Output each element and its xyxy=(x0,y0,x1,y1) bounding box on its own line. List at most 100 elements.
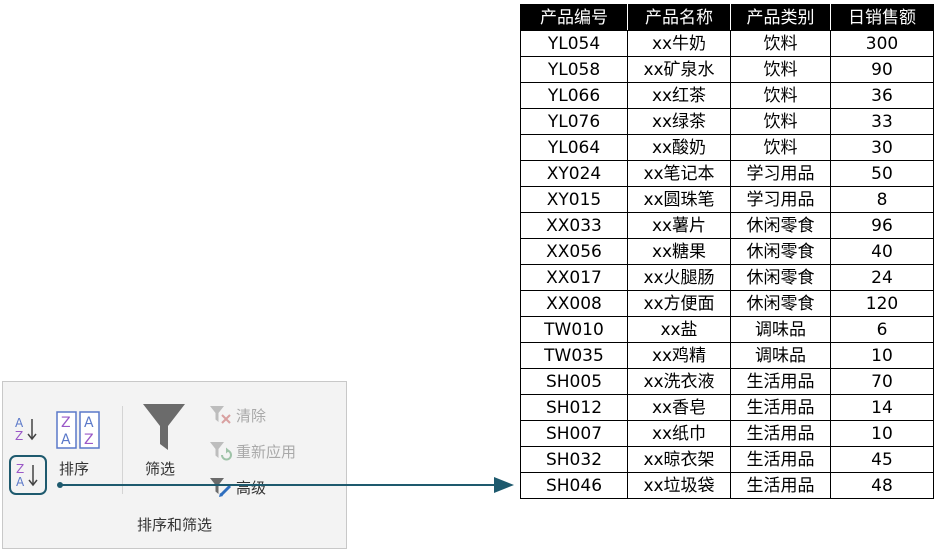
table-cell[interactable]: XX017 xyxy=(520,264,628,291)
table-cell[interactable]: 休闲零食 xyxy=(730,264,831,291)
table-cell[interactable]: xx绿茶 xyxy=(627,108,731,135)
table-cell[interactable]: XY024 xyxy=(520,160,628,187)
sort-dialog-icon: Z A A Z xyxy=(56,411,100,449)
table-cell[interactable]: XX033 xyxy=(520,212,628,239)
filter-advanced-icon xyxy=(210,478,232,497)
table-cell[interactable]: SH032 xyxy=(520,446,628,473)
sort-descending-button[interactable]: Z A xyxy=(9,455,47,495)
table-cell[interactable]: xx牛奶 xyxy=(627,30,731,57)
table-cell[interactable]: 生活用品 xyxy=(730,420,831,447)
table-cell[interactable]: 生活用品 xyxy=(730,368,831,395)
table-cell[interactable]: 30 xyxy=(830,134,934,161)
table-cell[interactable]: xx纸巾 xyxy=(627,420,731,447)
table-cell[interactable]: 休闲零食 xyxy=(730,238,831,265)
column-header[interactable]: 产品名称 xyxy=(627,4,731,31)
table-cell[interactable]: YL054 xyxy=(520,30,628,57)
table-cell[interactable]: 14 xyxy=(830,394,934,421)
table-cell[interactable]: xx鸡精 xyxy=(627,342,731,369)
svg-text:A: A xyxy=(84,415,94,431)
table-cell[interactable]: xx盐 xyxy=(627,316,731,343)
sort-descending-icon: Z A xyxy=(16,462,38,489)
svg-text:A: A xyxy=(15,416,24,430)
table-cell[interactable]: 饮料 xyxy=(730,30,831,57)
table-cell[interactable]: 48 xyxy=(830,472,934,499)
table-cell[interactable]: 24 xyxy=(830,264,934,291)
table-cell[interactable]: 10 xyxy=(830,420,934,447)
table-cell[interactable]: 120 xyxy=(830,290,934,317)
table-cell[interactable]: 6 xyxy=(830,316,934,343)
table-cell[interactable]: xx酸奶 xyxy=(627,134,731,161)
filter-button[interactable]: 筛选 xyxy=(141,400,187,480)
table-cell[interactable]: 300 xyxy=(830,30,934,57)
table-cell[interactable]: 70 xyxy=(830,368,934,395)
table-cell[interactable]: xx香皂 xyxy=(627,394,731,421)
table-cell[interactable]: 40 xyxy=(830,238,934,265)
table-cell[interactable]: 调味品 xyxy=(730,342,831,369)
table-cell[interactable]: SH005 xyxy=(520,368,628,395)
table-cell[interactable]: SH007 xyxy=(520,420,628,447)
table-cell[interactable]: xx方便面 xyxy=(627,290,731,317)
clear-filter-label: 清除 xyxy=(236,406,267,425)
table-cell[interactable]: YL066 xyxy=(520,82,628,109)
table-cell[interactable]: 生活用品 xyxy=(730,446,831,473)
table-cell[interactable]: 调味品 xyxy=(730,316,831,343)
table-cell[interactable]: XX008 xyxy=(520,290,628,317)
table-cell[interactable]: YL064 xyxy=(520,134,628,161)
table-cell[interactable]: 96 xyxy=(830,212,934,239)
table-cell[interactable]: SH046 xyxy=(520,472,628,499)
column-header[interactable]: 产品编号 xyxy=(520,4,628,31)
table-cell[interactable]: 饮料 xyxy=(730,108,831,135)
column-header[interactable]: 产品类别 xyxy=(730,4,831,31)
table-cell[interactable]: 33 xyxy=(830,108,934,135)
clear-filter-button[interactable]: 清除 xyxy=(209,404,266,426)
table-cell[interactable]: 8 xyxy=(830,186,934,213)
table-cell[interactable]: XX056 xyxy=(520,238,628,265)
table-cell[interactable]: TW010 xyxy=(520,316,628,343)
sort-button-label: 排序 xyxy=(59,460,90,478)
table-cell[interactable]: XY015 xyxy=(520,186,628,213)
reapply-filter-button[interactable]: 重新应用 xyxy=(209,440,296,462)
table-cell[interactable]: xx晾衣架 xyxy=(627,446,731,473)
table-cell[interactable]: xx红茶 xyxy=(627,82,731,109)
table-cell[interactable]: xx薯片 xyxy=(627,212,731,239)
table-cell[interactable]: xx矿泉水 xyxy=(627,56,731,83)
table-cell[interactable]: 休闲零食 xyxy=(730,290,831,317)
table-cell[interactable]: xx洗衣液 xyxy=(627,368,731,395)
table-cell[interactable]: 生活用品 xyxy=(730,472,831,499)
table-cell[interactable]: xx笔记本 xyxy=(627,160,731,187)
table-cell[interactable]: 45 xyxy=(830,446,934,473)
advanced-filter-button[interactable]: 高级 xyxy=(209,476,266,498)
table-cell[interactable]: 饮料 xyxy=(730,82,831,109)
table-cell[interactable]: xx火腿肠 xyxy=(627,264,731,291)
table-cell[interactable]: 饮料 xyxy=(730,56,831,83)
table-cell[interactable]: xx垃圾袋 xyxy=(627,472,731,499)
table-cell[interactable]: xx糖果 xyxy=(627,238,731,265)
table-cell[interactable]: YL076 xyxy=(520,108,628,135)
svg-text:A: A xyxy=(16,475,25,489)
table-cell[interactable]: 10 xyxy=(830,342,934,369)
table-cell[interactable]: YL058 xyxy=(520,56,628,83)
sort-button[interactable]: Z A A Z 排序 xyxy=(55,410,109,482)
table-cell[interactable]: SH012 xyxy=(520,394,628,421)
table-cell[interactable]: TW035 xyxy=(520,342,628,369)
table-cell[interactable]: 生活用品 xyxy=(730,394,831,421)
column-header[interactable]: 日销售额 xyxy=(830,4,934,31)
table-cell[interactable]: 36 xyxy=(830,82,934,109)
table-cell[interactable]: 学习用品 xyxy=(730,160,831,187)
table-cell[interactable]: 50 xyxy=(830,160,934,187)
table-cell[interactable]: 90 xyxy=(830,56,934,83)
table-cell[interactable]: 学习用品 xyxy=(730,186,831,213)
table-cell[interactable]: 饮料 xyxy=(730,134,831,161)
table-cell[interactable]: 休闲零食 xyxy=(730,212,831,239)
table-cell[interactable]: xx圆珠笔 xyxy=(627,186,731,213)
sort-ascending-button[interactable]: A Z xyxy=(11,412,43,446)
